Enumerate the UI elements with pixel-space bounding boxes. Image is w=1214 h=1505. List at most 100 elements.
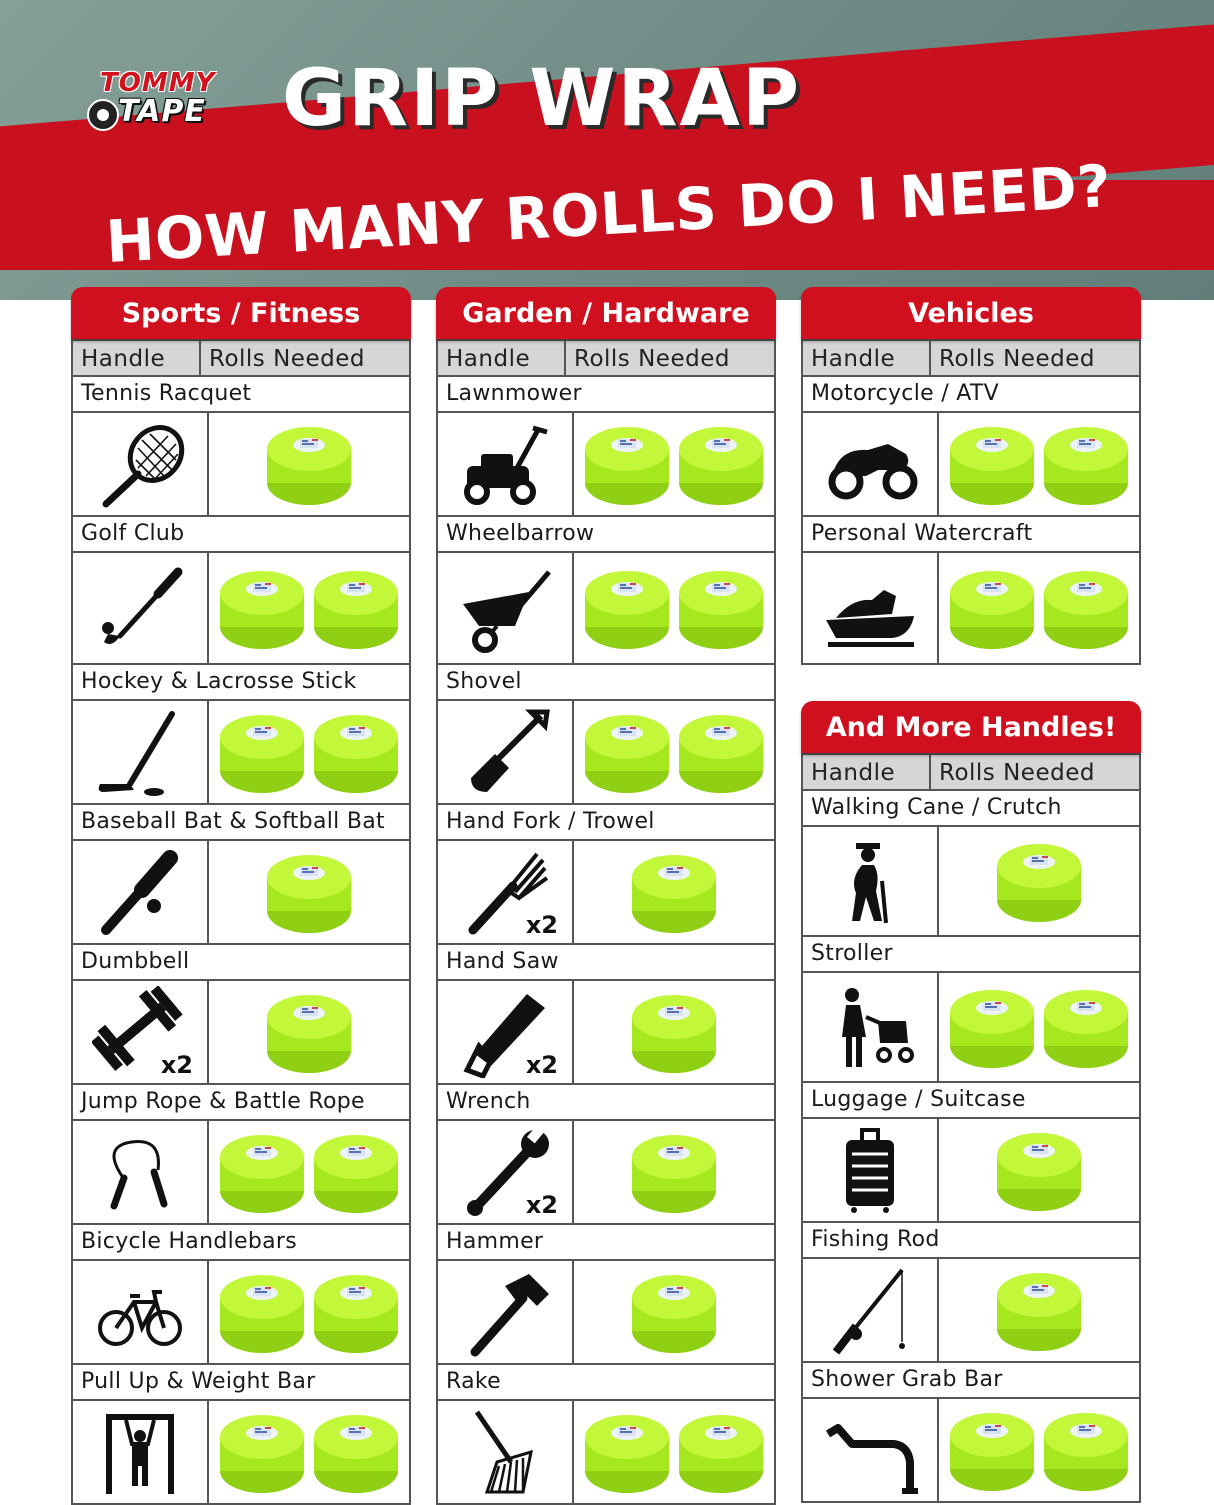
tape-roll-image xyxy=(679,1415,763,1493)
item-label: Walking Cane / Crutch xyxy=(801,791,1141,827)
icon-cell xyxy=(803,1399,939,1501)
item-label: Fishing Rod xyxy=(801,1223,1141,1259)
table-row xyxy=(801,1259,1141,1363)
tape-roll-image xyxy=(314,1135,398,1213)
rake-icon xyxy=(474,1410,533,1494)
tape-roll-image xyxy=(632,1135,716,1213)
icon-cell: x2 xyxy=(438,1121,574,1223)
tape-roll-image xyxy=(632,855,716,933)
icon-cell xyxy=(803,1119,939,1221)
icon-cell xyxy=(73,841,209,943)
tape-roll-image xyxy=(632,1275,716,1353)
motorcycle-icon xyxy=(828,444,918,500)
rolls-cell xyxy=(939,973,1139,1081)
column-headers: Handle Rolls Needed xyxy=(801,339,1141,377)
column-header-handle: Handle xyxy=(803,755,931,789)
table-row xyxy=(436,413,776,517)
icon-cell xyxy=(803,827,939,935)
tape-roll-image xyxy=(585,1415,669,1493)
table-row xyxy=(436,701,776,805)
stroller-icon xyxy=(842,988,914,1067)
pull-up-bar-icon xyxy=(106,1414,174,1494)
multiplier-label: x2 xyxy=(160,1051,193,1079)
tape-roll-image xyxy=(220,1415,304,1493)
tape-roll-icon xyxy=(87,99,119,131)
rolls-cell xyxy=(939,1259,1139,1361)
table-row xyxy=(436,1401,776,1505)
icon-cell xyxy=(73,1121,209,1223)
item-label: Hockey & Lacrosse Stick xyxy=(71,665,411,701)
table-row xyxy=(71,1401,411,1505)
baseball-bat-icon xyxy=(101,850,178,935)
tennis-racquet-icon xyxy=(102,425,185,508)
item-label: Dumbbell xyxy=(71,945,411,981)
rolls-cell xyxy=(574,1121,774,1223)
column-header-rolls: Rolls Needed xyxy=(939,760,1095,786)
dumbbell-icon xyxy=(92,986,183,1072)
icon-cell xyxy=(438,553,574,663)
tape-roll-image xyxy=(314,1275,398,1353)
table-row xyxy=(436,553,776,665)
rolls-cell xyxy=(209,553,409,663)
section-title: Vehicles xyxy=(801,287,1141,339)
hammer-icon xyxy=(470,1274,549,1357)
table-row xyxy=(71,701,411,805)
wrench-icon xyxy=(467,1126,549,1216)
tape-roll-image xyxy=(679,715,763,793)
icon-cell: x2 xyxy=(438,841,574,943)
multiplier-label: x2 xyxy=(525,911,558,939)
tape-roll-image xyxy=(220,571,304,649)
section-title: And More Handles! xyxy=(801,701,1141,753)
shovel-icon xyxy=(471,709,550,792)
tape-roll-image xyxy=(997,1273,1081,1351)
icon-cell xyxy=(438,413,574,515)
rolls-cell xyxy=(574,413,774,515)
tape-roll-image xyxy=(314,1415,398,1493)
tape-roll-image xyxy=(267,855,351,933)
item-label: Personal Watercraft xyxy=(801,517,1141,553)
tape-roll-image xyxy=(267,427,351,505)
item-label: Stroller xyxy=(801,937,1141,973)
icon-cell: x2 xyxy=(438,981,574,1083)
tape-roll-image xyxy=(1044,571,1128,649)
hand-fork-icon xyxy=(468,852,549,935)
brand-line1: TOMMY xyxy=(100,68,216,98)
table-row xyxy=(801,1399,1141,1503)
item-label: Golf Club xyxy=(71,517,411,553)
column-header-rolls: Rolls Needed xyxy=(939,346,1095,372)
wheelbarrow-icon xyxy=(463,570,551,653)
rolls-cell xyxy=(939,827,1139,935)
multiplier-label: x2 xyxy=(525,1191,558,1219)
table-row: x2 xyxy=(436,841,776,945)
walking-cane-icon xyxy=(852,843,888,924)
column-header-rolls: Rolls Needed xyxy=(574,346,730,372)
item-label: Shovel xyxy=(436,665,776,701)
tape-roll-image xyxy=(997,844,1081,922)
rolls-cell xyxy=(574,701,774,803)
lawnmower-icon xyxy=(464,425,548,505)
rolls-cell xyxy=(574,1401,774,1503)
column-header-handle: Handle xyxy=(803,341,931,375)
table-row: x2 xyxy=(436,1121,776,1225)
rolls-cell xyxy=(939,553,1139,663)
rolls-cell xyxy=(209,981,409,1083)
item-label: Motorcycle / ATV xyxy=(801,377,1141,413)
rolls-cell xyxy=(574,1261,774,1363)
icon-cell xyxy=(803,1259,939,1361)
item-label: Hammer xyxy=(436,1225,776,1261)
item-label: Hand Fork / Trowel xyxy=(436,805,776,841)
rolls-cell xyxy=(209,1401,409,1503)
table-row xyxy=(71,1121,411,1225)
table-row xyxy=(801,827,1141,937)
table-row xyxy=(71,553,411,665)
icon-cell xyxy=(438,1261,574,1363)
rolls-cell xyxy=(574,841,774,943)
rolls-cell xyxy=(939,1399,1139,1501)
rolls-cell xyxy=(939,413,1139,515)
icon-cell: x2 xyxy=(73,981,209,1083)
icon-cell xyxy=(438,701,574,803)
icon-cell xyxy=(803,553,939,663)
